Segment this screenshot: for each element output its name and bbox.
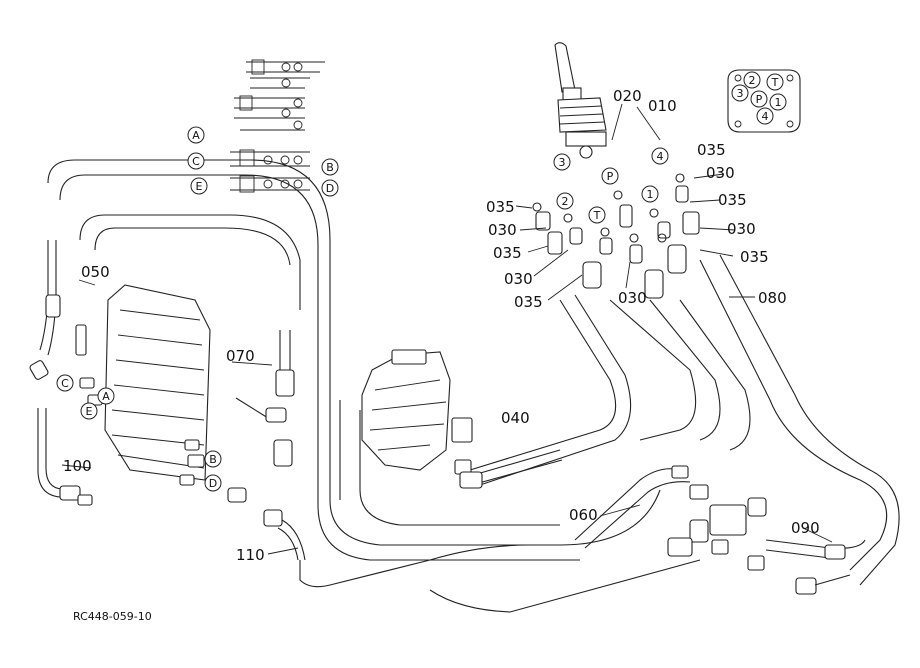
callout-C-inset: C [187, 152, 205, 170]
svg-text:4: 4 [762, 110, 769, 123]
hydraulic-pump [361, 349, 563, 489]
inset-callout-4: 4 [756, 107, 774, 125]
label-030-a: 030 [706, 164, 735, 182]
inset-callout-2: 2 [743, 71, 761, 89]
valve-fittings [75, 324, 205, 486]
svg-text:T: T [771, 76, 779, 89]
label-040: 040 [501, 409, 530, 427]
svg-text:P: P [607, 170, 614, 183]
svg-text:C: C [192, 155, 200, 168]
label-110: 110 [236, 546, 265, 564]
callout-T: T [588, 206, 606, 224]
inset-callout-P: P [750, 90, 768, 108]
callout-B-valve: B [204, 450, 222, 468]
label-030-e: 030 [618, 289, 647, 307]
control-valve-assembly [75, 284, 211, 486]
fitting-group-right [657, 185, 700, 274]
valve-schematic-inset [230, 59, 325, 193]
svg-text:P: P [756, 93, 763, 106]
callout-P: P [601, 167, 619, 185]
label-080: 080 [758, 289, 787, 307]
callout-D-valve: D [204, 474, 222, 492]
label-035-c: 035 [740, 248, 769, 266]
label-010: 010 [648, 97, 677, 115]
svg-text:T: T [593, 209, 601, 222]
svg-text:A: A [102, 390, 110, 403]
part-number-labels: 050 070 100 110 040 060 090 080 020 010 … [63, 87, 820, 623]
callout-E-valve: E [80, 402, 98, 420]
pilot-valve-joystick [554, 42, 607, 159]
svg-text:B: B [326, 161, 334, 174]
callout-A-inset: A [187, 126, 205, 144]
hose-050 [29, 240, 61, 380]
label-020: 020 [613, 87, 642, 105]
fitting-group-center [599, 204, 664, 299]
svg-text:E: E [86, 405, 93, 418]
svg-text:3: 3 [737, 87, 744, 100]
label-050: 050 [81, 263, 110, 281]
hose-routing-lines [47, 159, 900, 613]
hose-070 [235, 330, 295, 467]
inset-callout-1: 1 [769, 93, 787, 111]
svg-text:A: A [192, 129, 200, 142]
callout-D-inset: D [321, 179, 339, 197]
drawing-id: RC448-059-10 [73, 610, 152, 623]
svg-text:1: 1 [647, 188, 654, 201]
svg-text:C: C [61, 377, 69, 390]
label-070: 070 [226, 347, 255, 365]
callout-3: 3 [553, 153, 571, 171]
label-035-f: 035 [514, 293, 543, 311]
svg-text:1: 1 [775, 96, 782, 109]
label-035-a: 035 [697, 141, 726, 159]
hose-100 [37, 408, 93, 506]
hose-110 [227, 487, 306, 561]
label-030-b: 030 [727, 220, 756, 238]
callout-C-valve: C [56, 374, 74, 392]
label-060: 060 [569, 506, 598, 524]
inset-callout-3: 3 [731, 84, 749, 102]
callout-E-inset: E [190, 177, 208, 195]
manifold-assembly [574, 465, 866, 595]
svg-text:4: 4 [657, 150, 664, 163]
o-rings [532, 173, 685, 243]
label-035-d: 035 [486, 198, 515, 216]
callout-4: 4 [651, 147, 669, 165]
svg-text:E: E [196, 180, 203, 193]
callout-1: 1 [641, 185, 659, 203]
callout-B-inset: B [321, 158, 339, 176]
label-090: 090 [791, 519, 820, 537]
svg-text:D: D [326, 182, 334, 195]
svg-text:D: D [209, 477, 217, 490]
label-100: 100 [63, 457, 92, 475]
leader-lines [61, 103, 833, 555]
label-030-d: 030 [504, 270, 533, 288]
port-callouts: A C E B D C A E B D 3 2 T P 1 4 2 T 3 P … [56, 71, 787, 492]
callout-A-valve: A [97, 387, 115, 405]
pilot-fittings [532, 173, 700, 299]
svg-text:3: 3 [559, 156, 566, 169]
svg-text:2: 2 [749, 74, 756, 87]
svg-text:2: 2 [562, 195, 569, 208]
label-035-b: 035 [718, 191, 747, 209]
svg-text:B: B [209, 453, 217, 466]
label-035-e: 035 [493, 244, 522, 262]
inset-callout-T: T [766, 73, 784, 91]
fitting-group-left [535, 211, 602, 289]
label-030-c: 030 [488, 221, 517, 239]
callout-2: 2 [556, 192, 574, 210]
